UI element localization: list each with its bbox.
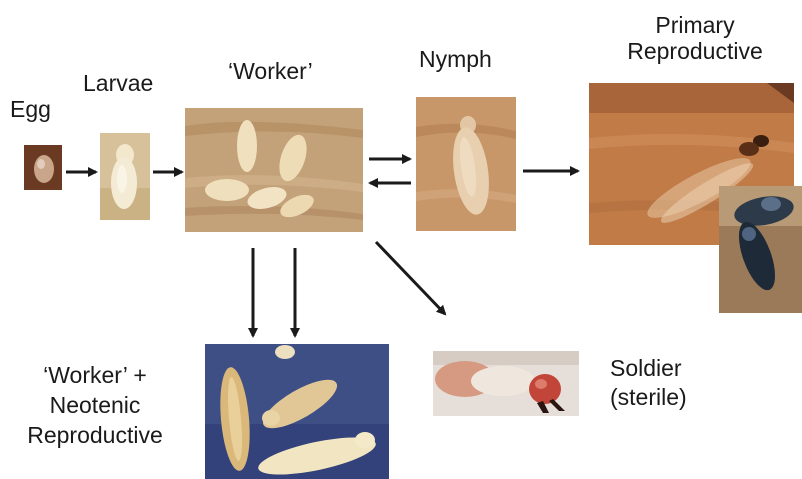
arrow-worker-to-soldier	[376, 242, 445, 314]
